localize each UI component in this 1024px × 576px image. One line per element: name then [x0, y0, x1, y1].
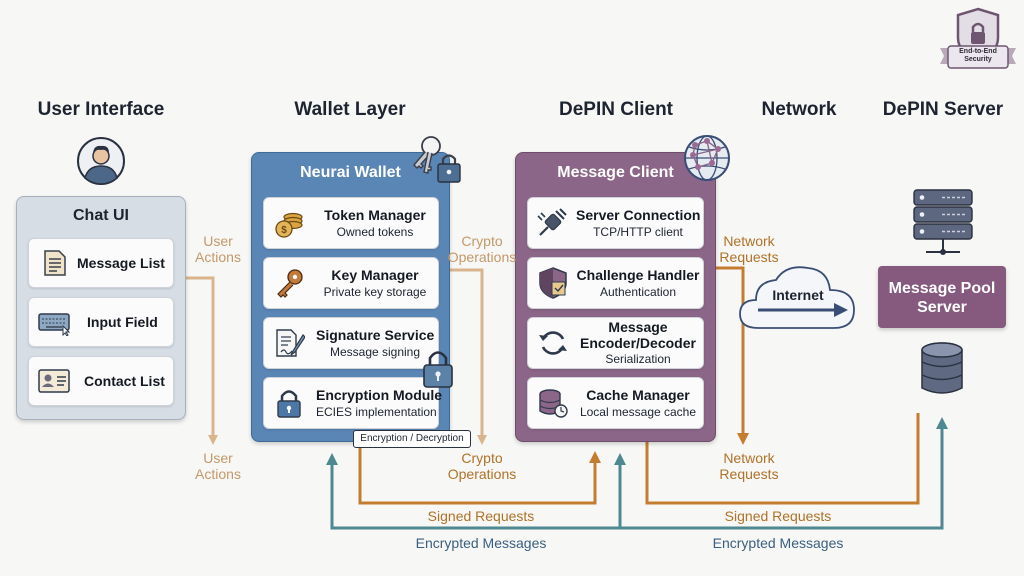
signature-icon — [276, 329, 305, 357]
encrypted-messages-label-left: Encrypted Messages — [415, 535, 547, 551]
user-actions-label-top-line2: Actions — [195, 249, 241, 265]
chat-ui-title: Chat UI — [73, 207, 129, 224]
security-badge: End-to-End Security — [936, 6, 1020, 72]
wallet-item-subtitle: Owned tokens — [336, 225, 414, 239]
keyboard-icon — [38, 313, 71, 336]
client-item-title: Challenge Handler — [576, 267, 700, 283]
client-item-cache-manager[interactable]: Cache Manager Local message cache — [527, 377, 704, 429]
column-title-network: Network — [761, 99, 837, 120]
wallet-panel: Neurai Wallet $ Token Manager Owned toke… — [251, 152, 450, 442]
network-requests-label-top-line1: Network — [723, 233, 775, 249]
chat-item-label: Message List — [77, 255, 165, 271]
message-client-panel: Message Client Server Connection TCP/HTT… — [515, 152, 716, 442]
client-item-title: Server Connection — [576, 207, 701, 223]
client-item-server-connection[interactable]: Server Connection TCP/HTTP client — [527, 197, 704, 249]
key-icon — [277, 269, 303, 298]
column-title-user-interface: User Interface — [37, 99, 165, 120]
encryption-decryption-tag: Encryption / Decryption — [353, 430, 471, 448]
wallet-item-subtitle: Message signing — [329, 345, 421, 359]
network-requests-label-top-line2: Requests — [719, 249, 779, 265]
plug-icon — [537, 208, 567, 236]
message-pool-server-box[interactable]: Message Pool Server — [878, 266, 1006, 328]
crypto-operations-label-top-line2: Operations — [447, 249, 517, 265]
padlock-badge-icon — [423, 351, 453, 388]
chat-item-contact-list[interactable]: Contact List — [28, 356, 174, 406]
network-requests-label-bottom-line2: Requests — [719, 466, 779, 482]
column-title-depin-client: DePIN Client — [558, 99, 674, 120]
document-icon — [44, 250, 66, 276]
client-item-challenge-handler[interactable]: Challenge Handler Authentication — [527, 257, 704, 309]
crypto-operations-label-top-line1: Crypto — [461, 233, 503, 249]
client-item-subtitle: Local message cache — [579, 405, 697, 419]
signed-requests-label-left: Signed Requests — [427, 508, 535, 524]
shield-lock-icon — [940, 7, 1016, 69]
server-database-icon — [921, 342, 963, 394]
client-item-subtitle: Authentication — [599, 285, 677, 299]
wallet-item-key-manager[interactable]: Key Manager Private key storage — [263, 257, 439, 309]
column-title-wallet-layer: Wallet Layer — [294, 99, 406, 120]
client-item-subtitle: Serialization — [605, 352, 671, 366]
wallet-item-title: Key Manager — [331, 267, 419, 283]
wallet-item-token-manager[interactable]: $ Token Manager Owned tokens — [263, 197, 439, 249]
server-rack-icon — [913, 189, 973, 255]
chat-item-label: Contact List — [84, 373, 165, 389]
internet-cloud-icon — [739, 266, 855, 329]
chat-item-message-list[interactable]: Message List — [28, 238, 174, 288]
wallet-item-title: Signature Service — [316, 327, 435, 343]
column-title-depin-server: DePIN Server — [882, 99, 1004, 120]
client-item-title-line1: Message — [608, 319, 668, 335]
user-actions-label-bottom-line2: Actions — [195, 466, 241, 482]
internet-label: Internet — [772, 287, 824, 303]
encrypted-messages-label-right: Encrypted Messages — [712, 535, 844, 551]
keys-lock-icon — [413, 136, 461, 183]
refresh-arrows-icon — [539, 331, 567, 355]
message-client-title: Message Client — [557, 164, 674, 181]
crypto-operations-arrow — [449, 268, 487, 445]
chat-ui-panel: Chat UI Message List Input Field — [16, 196, 186, 420]
contact-card-icon — [38, 369, 70, 393]
chat-item-input-field[interactable]: Input Field — [28, 297, 174, 347]
signed-requests-right-arrow — [645, 413, 920, 505]
crypto-operations-label-bottom-line1: Crypto — [461, 450, 503, 466]
padlock-icon — [277, 390, 301, 418]
user-avatar-icon — [77, 137, 125, 185]
coins-icon: $ — [275, 212, 303, 238]
wallet-item-title: Token Manager — [324, 207, 426, 223]
wallet-item-subtitle: Private key storage — [323, 285, 427, 299]
crypto-operations-label-bottom-line2: Operations — [447, 466, 517, 482]
network-requests-arrow — [716, 266, 749, 445]
wallet-item-signature-service[interactable]: Signature Service Message signing — [263, 317, 439, 369]
signed-requests-label-right: Signed Requests — [724, 508, 832, 524]
signed-requests-left-arrow — [358, 441, 601, 505]
security-badge-text: End-to-End Security — [959, 48, 997, 63]
user-actions-label-bottom-line1: User — [203, 450, 233, 466]
network-requests-label-bottom-line1: Network — [723, 450, 775, 466]
database-icon — [539, 389, 568, 418]
client-item-title: Cache Manager — [586, 387, 690, 403]
user-actions-label-top-line1: User — [203, 233, 233, 249]
shield-check-icon — [539, 267, 567, 299]
wallet-item-encryption-module[interactable]: Encryption Module ECIES implementation — [263, 377, 442, 429]
svg-text:$: $ — [281, 225, 287, 236]
server-box-line1: Message Pool — [888, 280, 996, 297]
server-box-line2: Server — [917, 299, 967, 316]
wallet-title: Neurai Wallet — [300, 164, 401, 181]
client-item-message-encoder-decoder[interactable]: Message Encoder/Decoder Serialization — [527, 317, 704, 369]
user-actions-arrow — [186, 276, 218, 445]
client-item-subtitle: TCP/HTTP client — [593, 225, 683, 239]
chat-item-label: Input Field — [87, 314, 158, 330]
client-item-title-line2: Encoder/Decoder — [580, 335, 696, 351]
wallet-item-title: Encryption Module — [316, 387, 442, 403]
wallet-item-subtitle: ECIES implementation — [316, 405, 437, 419]
globe-network-icon — [684, 135, 730, 181]
